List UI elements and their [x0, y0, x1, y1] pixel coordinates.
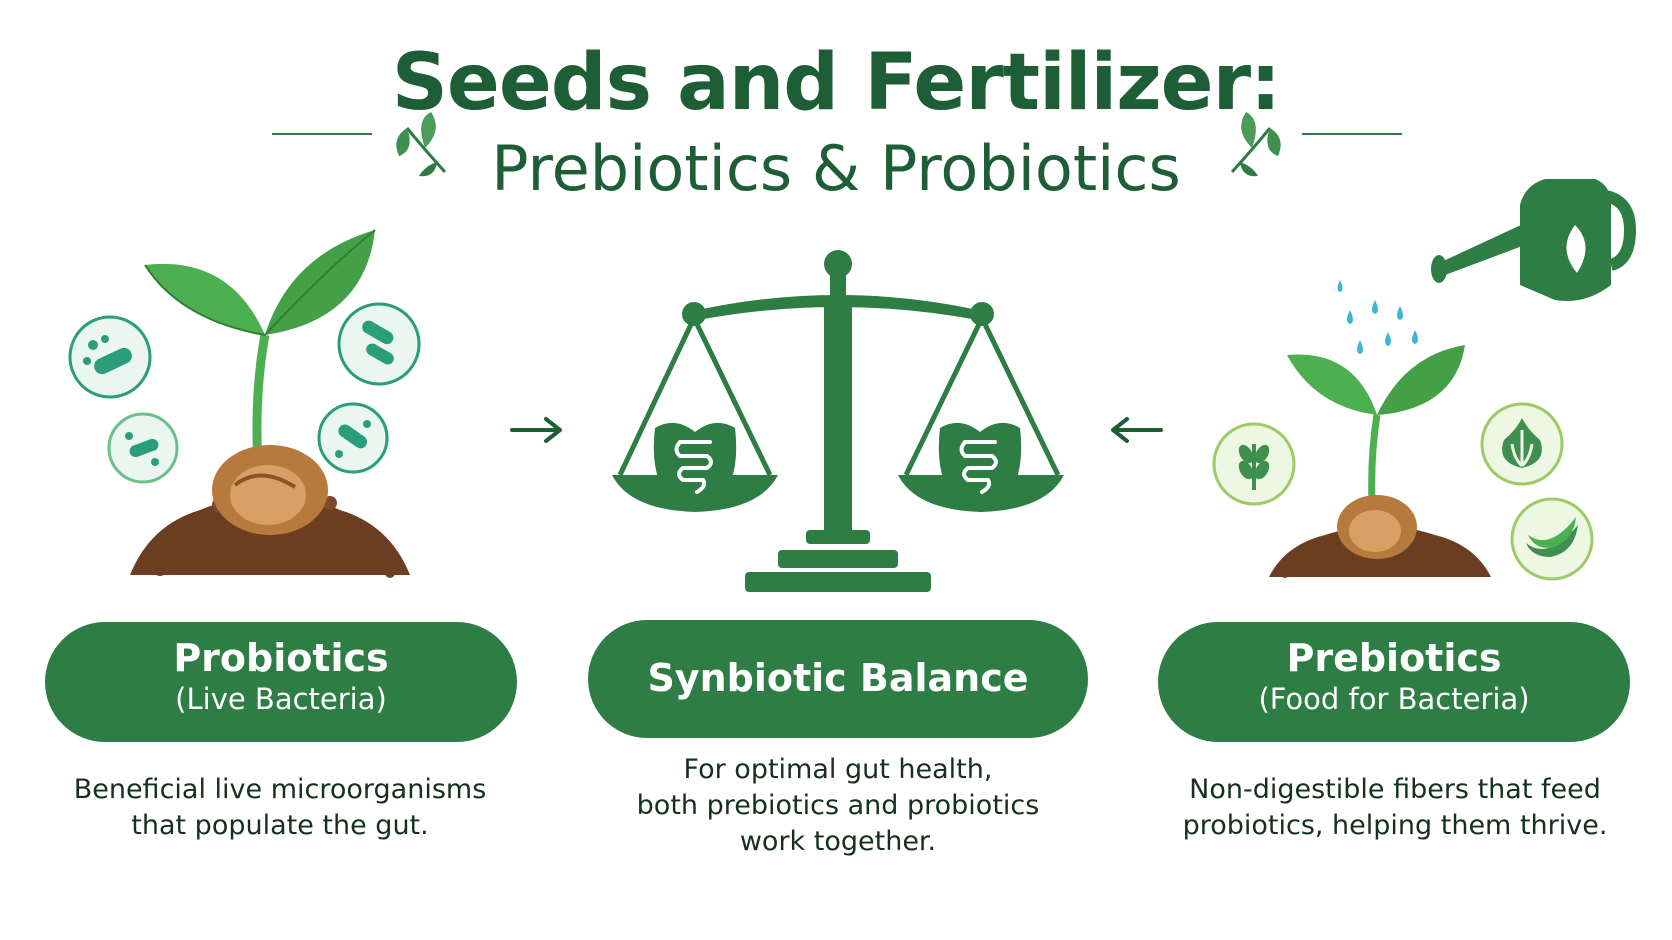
sprouting-seed-icon: [130, 229, 410, 578]
page-title: Seeds and Fertilizer:: [391, 38, 1282, 128]
watering-can-icon: [1431, 179, 1637, 301]
title-rule-right: [1302, 133, 1402, 135]
banana-icon: [1510, 497, 1594, 581]
bacteria-icon: [68, 315, 152, 399]
intestine-icon: [938, 422, 1022, 506]
intestine-icon: [653, 422, 737, 506]
bacteria-icon: [317, 402, 389, 474]
prebiotics-title: Prebiotics: [1286, 636, 1502, 680]
title-rule-left: [272, 133, 372, 135]
page-subtitle: Prebiotics & Probiotics: [491, 132, 1181, 205]
synbiotic-description: For optimal gut health, both prebiotics …: [636, 754, 1040, 857]
wheat-icon: [1212, 422, 1296, 506]
probiotics-title: Probiotics: [173, 636, 389, 680]
prebiotics-card-header: Prebiotics (Food for Bacteria): [1158, 622, 1630, 742]
leaf-sprig-icon: [1230, 112, 1281, 177]
bacteria-icon: [337, 302, 421, 386]
arrow-right-icon: [510, 417, 562, 443]
synbiotic-card-header: Synbiotic Balance: [588, 620, 1088, 738]
probiotics-card-header: Probiotics (Live Bacteria): [45, 622, 517, 742]
probiotics-description: Beneficial live microorganisms that popu…: [73, 774, 487, 841]
garlic-icon: [1480, 402, 1564, 486]
probiotics-subtitle: (Live Bacteria): [175, 682, 387, 716]
leaf-sprig-icon: [396, 112, 447, 177]
balance-scale-icon: [612, 250, 1064, 592]
water-drops-icon: [1337, 280, 1418, 354]
bacteria-icon: [107, 412, 179, 484]
synbiotic-title: Synbiotic Balance: [647, 656, 1029, 700]
prebiotics-description: Non-digestible fibers that feed probioti…: [1182, 774, 1608, 841]
prebiotics-subtitle: (Food for Bacteria): [1258, 682, 1530, 716]
sprouting-seed-icon: [1269, 345, 1491, 578]
arrow-left-icon: [1111, 417, 1163, 443]
